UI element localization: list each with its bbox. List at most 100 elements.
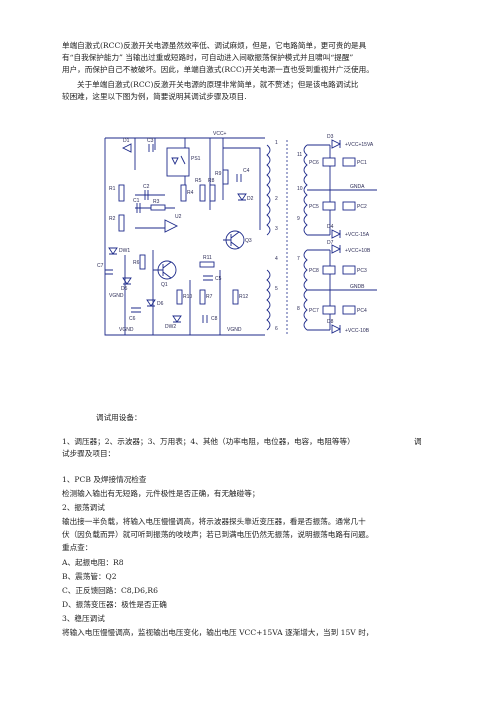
intro-line-2: 有“自我保护能力” 当输出过重或短路时，可自动进入间歇振荡保护模式并且啸叫“提醒… (62, 53, 354, 62)
pc5-capacitor (322, 201, 336, 211)
ps1-internals (171, 155, 186, 166)
label-vgnd-2: VGND (119, 327, 134, 333)
label-vgnd-1: VGND (109, 293, 124, 299)
r8-resistor (209, 184, 216, 202)
label-vgnd-3: VGND (227, 327, 242, 333)
label-pin-9: 9 (297, 216, 300, 222)
label-pc4: PC4 (357, 308, 367, 314)
r6-resistor (139, 254, 146, 270)
d7-diode (331, 244, 342, 254)
label-pin-3: 3 (275, 226, 278, 232)
label-c4: C4 (243, 168, 250, 174)
primary-wire (223, 147, 261, 230)
label-pin-8: 8 (297, 306, 300, 312)
r1-resistor (118, 184, 125, 202)
primary-winding (266, 144, 271, 236)
check-item-c: C、正反馈回路：C8,D6,R6 (62, 586, 158, 595)
intro-line-4: 关于单端自激式(RCC)反激开关电源的原理非常简单，就不赘述；但是该电路调试比 (77, 80, 359, 89)
label-d3: D3 (327, 134, 334, 140)
c1-capacitor (136, 203, 141, 213)
secondary-winding-a (303, 144, 308, 236)
label-pc1: PC1 (357, 160, 367, 166)
pc2-capacitor (342, 201, 356, 211)
check-item-b: B、震荡管：Q2 (62, 572, 117, 581)
label-r3: R3 (153, 199, 160, 205)
label-d7: D7 (327, 240, 334, 246)
r12-resistor (232, 289, 239, 305)
label-r4: R4 (187, 190, 194, 196)
label-pin-2: 2 (275, 196, 278, 202)
label-vcc10b: +VCC-10B (345, 328, 370, 334)
label-c6: C6 (129, 316, 136, 322)
step1-text: 检测输入输出有无短路，元件极性是否正确，有无触碰等； (62, 489, 260, 498)
label-pin-5: 5 (275, 286, 278, 292)
step2-line-1: 输出接一半负载，将输入电压慢慢调高，将示波器探头靠近变压器，看是否振荡。通常几十 (62, 517, 366, 526)
label-c5: C5 (215, 276, 222, 282)
label-c7: C7 (97, 263, 104, 269)
c2-capacitor (144, 190, 149, 200)
label-d4: D4 (327, 224, 334, 230)
d5-diode (122, 277, 132, 285)
d2-diode (237, 193, 247, 201)
q1-leads (153, 261, 172, 279)
step1-title: 1、PCB 及焊接情况检查 (62, 475, 147, 484)
label-r11: R11 (203, 255, 212, 261)
label-pin-11: 11 (297, 152, 302, 158)
d8-diode (331, 324, 342, 334)
c8-capacitor (202, 315, 208, 323)
label-q3: Q3 (245, 238, 252, 244)
label-c8: C8 (211, 316, 218, 322)
pc3-capacitor (342, 265, 356, 275)
c4-capacitor (236, 174, 242, 182)
schematic-wire-lower (124, 250, 221, 335)
label-r5: R5 (195, 178, 202, 184)
q3-leads (223, 231, 240, 249)
intro-line-5: 较困难，这里以下图为例，简要说明其调试步骤及项目. (62, 92, 247, 101)
label-r8: R8 (208, 178, 215, 184)
label-vcc-top: VCC+ (213, 131, 227, 137)
secondary-winding-b (303, 249, 308, 331)
r4-resistor (180, 184, 187, 202)
d3-diode (331, 139, 342, 149)
ps1-optocoupler (166, 147, 190, 177)
label-r10: R10 (183, 294, 192, 300)
step3-title: 3、稳压调试 (62, 614, 105, 623)
c7-capacitor (105, 269, 113, 275)
output2-wire (307, 249, 377, 331)
equipment-list: 1、调压器；2、示波器；3、万用表；4、其他（功率电阻，电位器，电容，电阻等等） (62, 437, 355, 446)
label-pc6: PC6 (309, 160, 319, 166)
dw2-zener (172, 315, 182, 323)
label-c3: C3 (147, 138, 154, 144)
c3-capacitor (148, 144, 154, 152)
label-vcc15b: +VCC-15A (345, 232, 370, 238)
label-c1: C1 (133, 198, 140, 204)
check-item-a: A、起振电阻：R8 (62, 558, 124, 567)
label-u2: U2 (175, 214, 182, 220)
label-d2: D2 (247, 196, 254, 202)
d4-diode (331, 229, 342, 239)
label-d8: D8 (327, 319, 334, 325)
output1-wire (307, 144, 377, 236)
step2-line-2: 伏（因负载而异）就可听到振荡的吱吱声；若已到满电压仍然无振荡，说明振荡电路有问题… (62, 530, 374, 539)
equipment-line-1: 1、调压器；2、示波器；3、万用表；4、其他（功率电阻，电位器，电容，电阻等等） (62, 436, 436, 448)
label-pin-10: 10 (297, 186, 303, 192)
label-pin-4: 4 (275, 256, 278, 262)
label-pin-7: 7 (297, 256, 300, 262)
equipment-line-2: 试步骤及项目： (62, 449, 116, 458)
rcc-circuit-schematic: D1 C3 PS1 VCC+ D3 +VCC+15VA R1 C2 C1 R3 … (97, 131, 377, 336)
label-vcc10: +VCC+10B (345, 248, 371, 254)
label-d1: D1 (123, 138, 130, 144)
equipment-title: 调试用设备： (96, 413, 142, 422)
pc7-capacitor (322, 305, 336, 315)
label-r6: R6 (133, 260, 140, 266)
step3-line-1: 将输入电压慢慢调高，监视输出电压变化，输出电压 VCC+15VA 逐渐增大，当到… (62, 628, 374, 637)
label-pc3: PC3 (357, 268, 367, 274)
u2-regulator (164, 219, 179, 233)
pc4-capacitor (342, 305, 356, 315)
check-item-d: D、振荡变压器：极性是否正确 (62, 600, 167, 609)
label-dw2: DW2 (165, 324, 176, 330)
label-d6: D6 (157, 301, 164, 307)
label-d5: D5 (121, 286, 128, 292)
r3-resistor (150, 204, 166, 211)
aux-winding (266, 269, 271, 331)
